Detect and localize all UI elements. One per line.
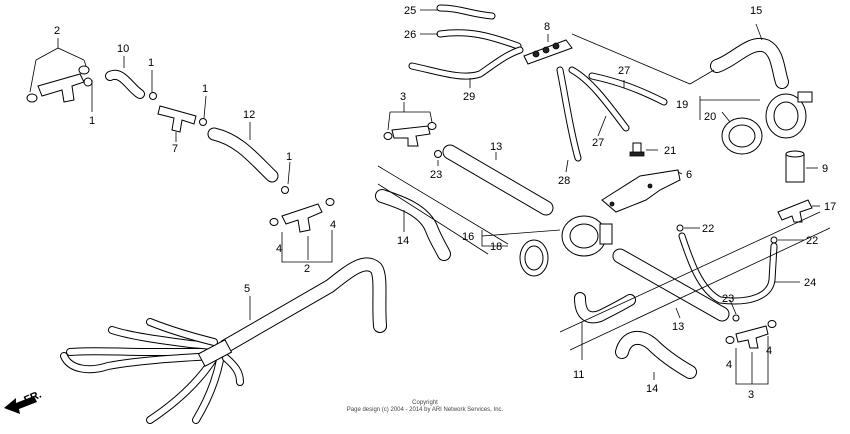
- copyright-notice: Copyright Page design (c) 2004 - 2014 by…: [347, 400, 504, 413]
- callout-26: 26: [404, 29, 416, 41]
- callout-4: 4: [766, 345, 772, 357]
- copyright-line-2: Page design (c) 2004 - 2014 by ARI Netwo…: [347, 407, 504, 413]
- callout-16: 16: [462, 231, 474, 243]
- callout-12: 12: [243, 109, 255, 121]
- callout-13: 13: [672, 321, 684, 333]
- leader-lines: [29, 9, 831, 385]
- hoses: [60, 4, 789, 424]
- callout-18: 18: [490, 241, 502, 253]
- callout-6: 6: [686, 169, 692, 181]
- fittings: [26, 39, 813, 349]
- callout-29: 29: [463, 91, 475, 103]
- callout-8: 8: [544, 21, 550, 33]
- callout-15: 15: [750, 5, 762, 17]
- callout-21: 21: [664, 145, 676, 157]
- callout-14: 14: [646, 383, 658, 395]
- callout-3: 3: [400, 91, 406, 103]
- callout-23: 23: [722, 293, 734, 305]
- callout-14: 14: [397, 235, 409, 247]
- callout-10: 10: [117, 43, 129, 55]
- callout-13: 13: [490, 141, 502, 153]
- callout-4: 4: [276, 243, 282, 255]
- callout-1: 1: [89, 115, 95, 127]
- callout-2: 2: [304, 263, 310, 275]
- callout-2: 2: [54, 25, 60, 37]
- callout-28: 28: [558, 175, 570, 187]
- callout-27: 27: [618, 65, 630, 77]
- callout-11: 11: [573, 369, 584, 381]
- callout-22: 22: [702, 223, 714, 235]
- copyright-line-1: Copyright: [412, 400, 438, 406]
- front-arrow-icon: [4, 396, 37, 414]
- callout-23: 23: [430, 169, 442, 181]
- callout-25: 25: [404, 5, 416, 17]
- callout-24: 24: [804, 277, 816, 289]
- callout-22: 22: [806, 235, 818, 247]
- callout-7: 7: [172, 143, 178, 155]
- callout-4: 4: [330, 219, 336, 231]
- front-label: FR.: [22, 389, 43, 407]
- callout-9: 9: [822, 163, 828, 175]
- callout-17: 17: [824, 201, 836, 213]
- callout-4: 4: [726, 359, 732, 371]
- callout-19: 19: [676, 99, 688, 111]
- callout-27: 27: [592, 137, 604, 149]
- callout-labels: 2 10 1 1 1 7 12 1 4 4 2 5 25 26 8 29 3 2…: [54, 5, 836, 401]
- callout-5: 5: [244, 283, 250, 295]
- callout-20: 20: [704, 111, 716, 123]
- front-direction-indicator: FR.: [4, 389, 43, 414]
- callout-1: 1: [286, 151, 292, 163]
- callout-1: 1: [202, 83, 208, 95]
- callout-1: 1: [148, 57, 154, 69]
- callout-3: 3: [748, 389, 754, 401]
